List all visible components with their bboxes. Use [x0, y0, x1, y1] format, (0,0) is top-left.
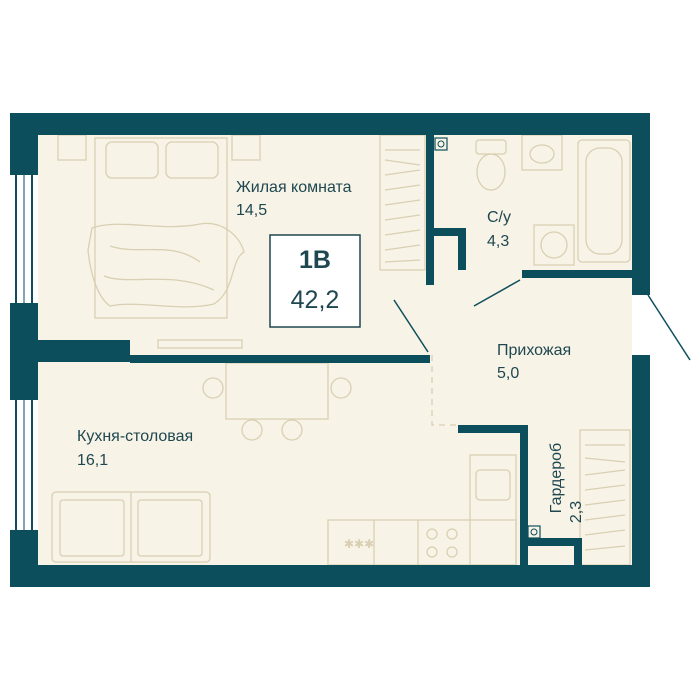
svg-text:✱✱✱: ✱✱✱ — [344, 537, 374, 551]
floor-area — [38, 135, 632, 565]
room-area-living: 14,5 — [236, 202, 267, 219]
window-living — [10, 175, 38, 303]
room-area-wardrobe: 2,3 — [568, 501, 585, 523]
room-name-bathroom: С/у — [487, 209, 511, 226]
room-area-bathroom: 4,3 — [487, 233, 509, 250]
sofa — [51, 491, 211, 563]
apartment-badge: 1В 42,2 — [269, 234, 361, 328]
apartment-type: 1В — [299, 246, 331, 274]
room-area-kitchen: 16,1 — [77, 452, 108, 469]
apartment-total-area: 42,2 — [291, 286, 340, 314]
vent-shaft-icon — [527, 525, 541, 539]
room-name-kitchen: Кухня-столовая — [77, 428, 193, 445]
vent-shaft-icon — [434, 137, 448, 151]
bathtub — [577, 139, 631, 263]
washing-machine — [533, 224, 575, 266]
zone-divider — [431, 355, 460, 426]
door-bathroom — [473, 279, 521, 307]
door-entrance — [647, 294, 691, 361]
toilet — [475, 139, 507, 191]
tv-stand — [157, 339, 243, 349]
room-area-hallway: 5,0 — [497, 365, 519, 382]
window-kitchen — [10, 400, 38, 530]
door-living — [393, 299, 429, 353]
room-name-living: Жилая комната — [236, 179, 352, 196]
vent-shaft-icon — [530, 528, 538, 536]
vent-shaft-icon — [437, 140, 445, 148]
room-name-hallway: Прихожая — [497, 342, 571, 359]
room-name-wardrobe: Гардероб — [548, 443, 565, 513]
